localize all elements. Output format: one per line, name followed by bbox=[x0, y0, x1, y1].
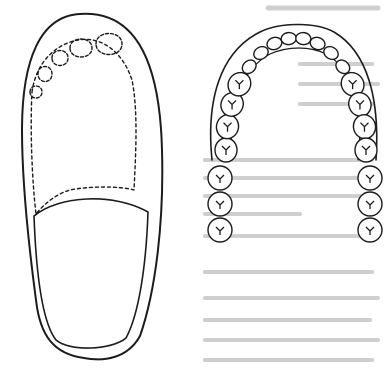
fourth-toe bbox=[38, 67, 52, 82]
molar-right-3 bbox=[358, 218, 382, 242]
shoe-sole-drawing bbox=[22, 14, 162, 360]
molar-right-2 bbox=[358, 192, 382, 216]
tooth-left-1 bbox=[281, 32, 297, 46]
toe-outlines bbox=[30, 34, 122, 99]
tooth-right-1 bbox=[295, 32, 311, 46]
second-toe bbox=[70, 39, 92, 57]
third-toe bbox=[52, 51, 68, 66]
molar-left-2 bbox=[208, 192, 232, 216]
foot-outline-dashed bbox=[31, 39, 136, 214]
heel-cup-outline bbox=[34, 199, 148, 348]
dental-arch-drawing bbox=[208, 25, 382, 243]
big-toe bbox=[96, 34, 122, 55]
molar-left-1 bbox=[208, 166, 232, 190]
molar-left-3 bbox=[208, 218, 232, 242]
molar-right-1 bbox=[358, 166, 382, 190]
